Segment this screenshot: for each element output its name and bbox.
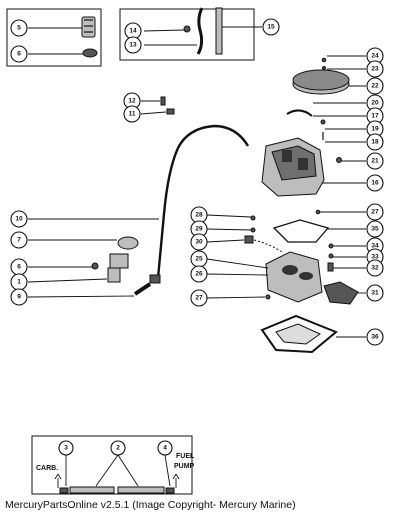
svg-text:1: 1 xyxy=(17,279,21,286)
carb-label: CARB. xyxy=(36,465,58,472)
svg-text:7: 7 xyxy=(17,237,21,244)
svg-text:29: 29 xyxy=(195,226,203,233)
svg-text:36: 36 xyxy=(371,334,379,341)
gasket-group xyxy=(272,209,366,243)
top-middle-inset xyxy=(119,7,262,61)
fuel-inlet-fitting xyxy=(109,253,129,269)
svg-text:35: 35 xyxy=(371,226,379,233)
callout-9: 9 xyxy=(10,288,28,306)
callout-10: 10 xyxy=(10,210,28,228)
callout-2: 2 xyxy=(110,440,126,456)
filter-block-part xyxy=(323,281,359,305)
svg-text:32: 32 xyxy=(371,265,379,272)
callout-15: 15 xyxy=(262,18,280,36)
callout-3: 3 xyxy=(58,440,74,456)
svg-text:5: 5 xyxy=(17,25,21,32)
svg-text:34: 34 xyxy=(371,243,379,250)
svg-text:27: 27 xyxy=(371,209,379,216)
throttle-body-group xyxy=(206,214,366,303)
callout-35: 35 xyxy=(366,220,384,238)
svg-text:28: 28 xyxy=(195,212,203,219)
svg-text:18: 18 xyxy=(371,139,379,146)
fuel-line-part xyxy=(215,7,223,55)
bottom-inset: CARB. FUEL PUMP xyxy=(31,435,195,495)
svg-text:11: 11 xyxy=(129,111,136,118)
callout-6-lower: 6 xyxy=(10,258,28,276)
callout-18: 18 xyxy=(366,133,384,151)
svg-text:19: 19 xyxy=(371,126,379,133)
svg-text:20: 20 xyxy=(371,100,379,107)
fuel-hose-right xyxy=(117,486,165,494)
callout-1: 1 xyxy=(10,273,28,291)
svg-text:24: 24 xyxy=(371,53,379,60)
svg-text:12: 12 xyxy=(128,98,136,105)
fuel-line-assembly xyxy=(28,124,250,284)
top-left-inset xyxy=(6,8,102,67)
svg-text:16: 16 xyxy=(371,180,379,187)
svg-text:25: 25 xyxy=(195,256,203,263)
svg-text:15: 15 xyxy=(267,24,275,31)
top-cover-group xyxy=(292,55,366,95)
svg-text:13: 13 xyxy=(129,42,137,49)
image-caption: MercuryPartsOnline v2.5.1 (Image Copyrig… xyxy=(5,499,296,511)
clip-group xyxy=(286,102,366,143)
callout-27-bottom: 27 xyxy=(190,289,208,307)
callout-23: 23 xyxy=(366,60,384,78)
fitting-group xyxy=(27,236,152,298)
callout-6: 6 xyxy=(10,45,28,63)
callout-5: 5 xyxy=(10,19,28,37)
svg-text:33: 33 xyxy=(371,254,379,261)
svg-text:10: 10 xyxy=(15,216,23,223)
svg-text:27: 27 xyxy=(195,295,203,302)
callout-7: 7 xyxy=(10,231,28,249)
callout-31: 31 xyxy=(366,284,384,302)
fuel-hose-left xyxy=(69,486,115,494)
svg-text:17: 17 xyxy=(371,113,379,120)
svg-text:23: 23 xyxy=(371,66,379,73)
filter-gasket-part xyxy=(82,48,98,58)
callout-36: 36 xyxy=(366,328,384,346)
callout-4: 4 xyxy=(157,440,173,456)
callout-30: 30 xyxy=(190,233,208,251)
callout-26: 26 xyxy=(190,265,208,283)
callout-32: 32 xyxy=(366,259,384,277)
svg-text:4: 4 xyxy=(163,445,167,452)
callout-13: 13 xyxy=(124,36,142,54)
throttle-body-part xyxy=(265,251,323,303)
callout-27-top: 27 xyxy=(366,203,384,221)
base-gasket xyxy=(260,314,366,354)
svg-text:21: 21 xyxy=(371,158,379,165)
svg-text:9: 9 xyxy=(17,294,21,301)
svg-text:6: 6 xyxy=(17,264,21,271)
svg-text:2: 2 xyxy=(116,445,120,452)
filter-block xyxy=(323,281,366,305)
callout-11: 11 xyxy=(123,105,141,123)
callout-25: 25 xyxy=(190,250,208,268)
pump-label: PUMP xyxy=(174,463,195,470)
fuel-label: FUEL xyxy=(176,453,195,460)
callout-16: 16 xyxy=(366,174,384,192)
svg-text:31: 31 xyxy=(371,290,379,297)
svg-text:30: 30 xyxy=(195,239,203,246)
svg-text:14: 14 xyxy=(129,28,137,35)
screws-group xyxy=(140,96,175,115)
svg-text:26: 26 xyxy=(195,271,203,278)
svg-text:6: 6 xyxy=(17,51,21,58)
carburetor-body xyxy=(261,137,366,197)
svg-text:22: 22 xyxy=(371,83,379,90)
callout-21: 21 xyxy=(366,152,384,170)
callout-22: 22 xyxy=(366,77,384,95)
svg-text:3: 3 xyxy=(64,445,68,452)
nut-part xyxy=(183,25,191,33)
